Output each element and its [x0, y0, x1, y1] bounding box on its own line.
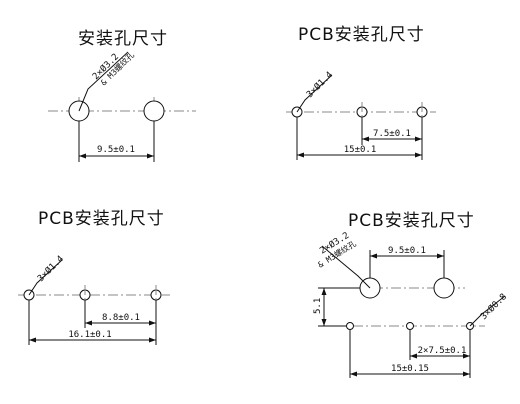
panel1-leader [78, 51, 129, 112]
panel3-arrow-c [29, 337, 36, 343]
panel4-arrow-f [463, 371, 470, 377]
panel3-leader [28, 259, 63, 296]
panel3-dim-total: 16.1±0.1 [68, 330, 111, 340]
panel1-arrow-right [147, 153, 154, 159]
panel4-arrow-v1 [321, 288, 327, 295]
panel4-arrow-a [370, 253, 377, 259]
panel4-title: PCB安装孔尺寸 [348, 211, 475, 231]
panel2-arrow-b [415, 136, 422, 142]
panel4-small-hole-1 [346, 322, 354, 330]
panel3-dim-pitch: 8.8±0.1 [102, 313, 140, 323]
panel2-title: PCB安装孔尺寸 [298, 25, 425, 45]
panel3-arrow-b [149, 320, 156, 326]
panel4-arrow-v2 [321, 319, 327, 326]
panel4-big-hole-right [433, 277, 455, 299]
panel4-small-hole-2 [406, 322, 414, 330]
panel4-dim-bottom-pitch: 2×7.5±0.1 [418, 346, 467, 356]
panel4-top-leader [321, 245, 371, 289]
panel4-bottom-leader [469, 295, 506, 327]
panel1-drawing: 2×Ø3.2 & M3螺纹孔 9.5±0.1 [48, 50, 196, 162]
panel4-dim-vertical: 5.1 [313, 298, 323, 314]
panel2-leader [296, 74, 333, 113]
panel1-hole-right [143, 100, 165, 122]
panel4-arrow-c [410, 353, 417, 359]
panel4-callout-bottom: 3×Ø0.8 [478, 291, 509, 322]
panel3-arrow-d [149, 337, 156, 343]
panel3-arrow-a [85, 320, 92, 326]
panel4-dim-bottom-total: 15±0.15 [391, 364, 429, 374]
panel2-dim-total: 15±0.1 [344, 145, 377, 155]
panel2-callout: 3×Ø1.4 [304, 69, 335, 100]
panel2-dim-pitch: 7.5±0.1 [373, 129, 411, 139]
panel4-arrow-e [350, 371, 357, 377]
panel3-callout: 3×Ø1.4 [35, 253, 66, 284]
panel3-drawing: 3×Ø1.4 8.8±0.1 16.1±0.1 [18, 253, 170, 345]
panel4-drawing: 9.5±0.1 2×Ø3.2 & M3螺纹孔 5.1 3×Ø0.8 2×7.5±… [313, 230, 509, 378]
panel1-title: 安装孔尺寸 [78, 29, 168, 49]
panel1-dim-pitch: 9.5±0.1 [97, 145, 135, 155]
panel1-arrow-left [79, 153, 86, 159]
panel4-arrow-d [463, 353, 470, 359]
panel4-dim-top-pitch: 9.5±0.1 [388, 246, 426, 256]
panel2-arrow-a [362, 136, 369, 142]
panel2-arrow-d [415, 152, 422, 158]
panel2-drawing: 3×Ø1.4 7.5±0.1 15±0.1 [286, 69, 436, 160]
panel3-title: PCB安装孔尺寸 [38, 209, 165, 229]
panel4-arrow-b [437, 253, 444, 259]
panel2-arrow-c [297, 152, 304, 158]
